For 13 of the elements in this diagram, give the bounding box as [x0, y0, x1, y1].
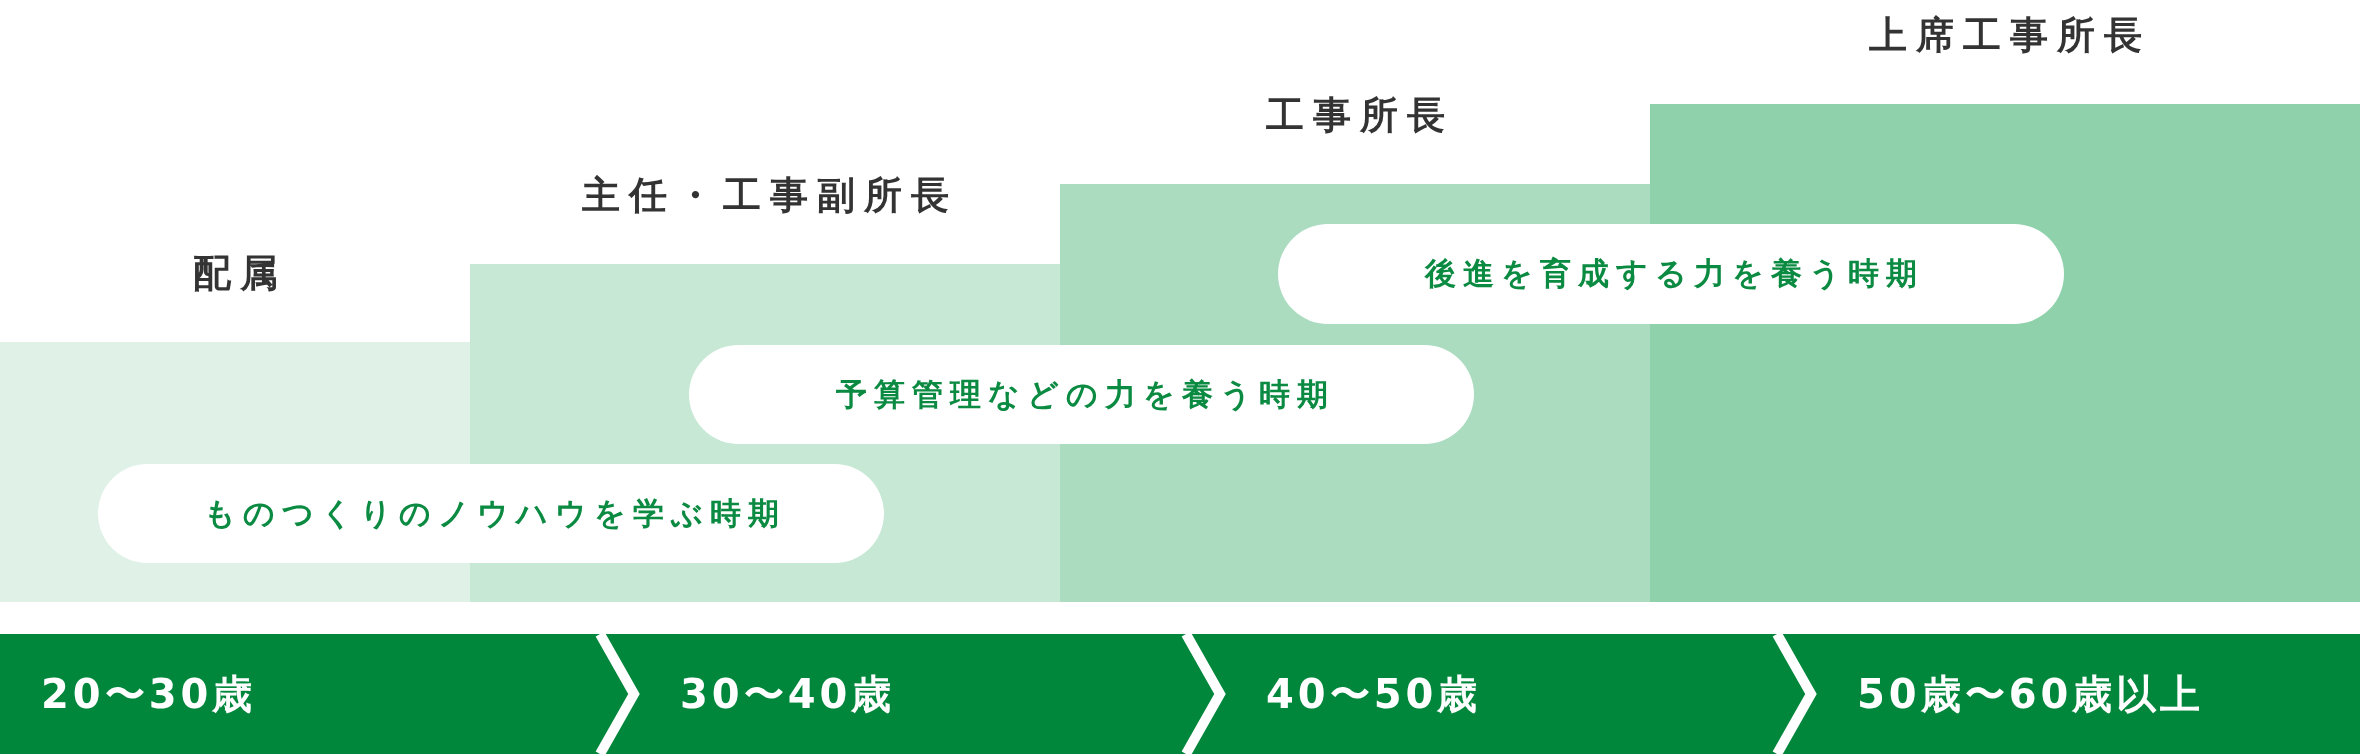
period-pill: 後進を育成する力を養う時期 [1278, 224, 2064, 324]
period-pill: ものつくりのノウハウを学ぶ時期 [98, 464, 884, 563]
position-title: 上席工事所長 [1867, 16, 2151, 54]
period-pill: 予算管理などの力を養う時期 [689, 345, 1474, 444]
age-range-label: 50歳〜60歳以上 [1857, 674, 2205, 714]
age-range-label: 40〜50歳 [1266, 674, 1482, 714]
timeline-segment [0, 634, 600, 754]
age-range-label: 30〜40歳 [680, 674, 896, 714]
age-range-label: 20〜30歳 [41, 674, 257, 714]
position-title: 配属 [191, 254, 287, 292]
position-title: 主任・工事副所長 [580, 176, 958, 214]
position-title: 工事所長 [1264, 96, 1454, 134]
timeline-segment [1811, 634, 2360, 754]
